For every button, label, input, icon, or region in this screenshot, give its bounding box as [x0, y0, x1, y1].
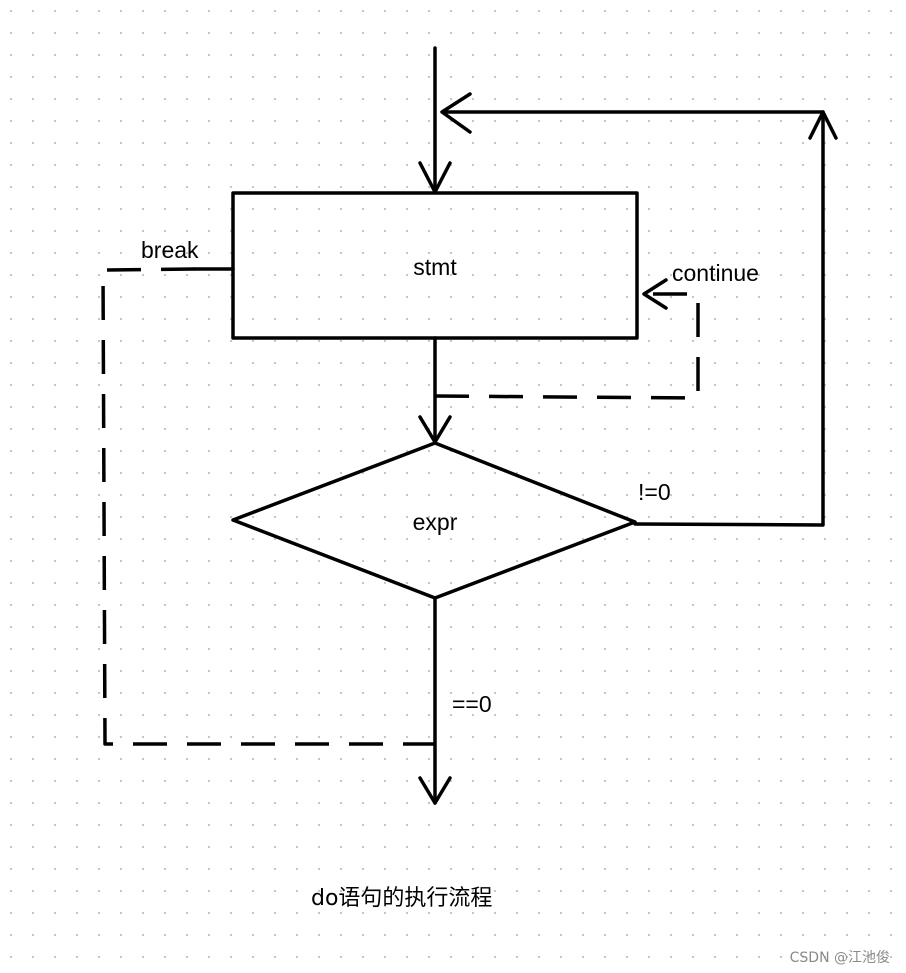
loop-left-arrow-head: [440, 92, 472, 134]
continue-dashed-path: [434, 292, 700, 400]
not-zero-label: !=0: [638, 479, 671, 505]
break-dashed-path: [101, 267, 435, 746]
exit-arrow-head: [418, 776, 452, 805]
equals-zero-label: ==0: [452, 691, 492, 717]
continue-label: continue: [672, 260, 759, 286]
loop-back-line: [443, 110, 825, 527]
continue-arrow-head: [642, 278, 668, 310]
watermark-text: CSDN @江池俊: [790, 950, 890, 966]
loop-up-arrow-head: [808, 110, 838, 140]
diagram-caption: do语句的执行流程: [311, 886, 492, 911]
break-label: break: [141, 237, 199, 263]
stmt-label: stmt: [413, 254, 457, 280]
expr-label: expr: [413, 509, 458, 535]
